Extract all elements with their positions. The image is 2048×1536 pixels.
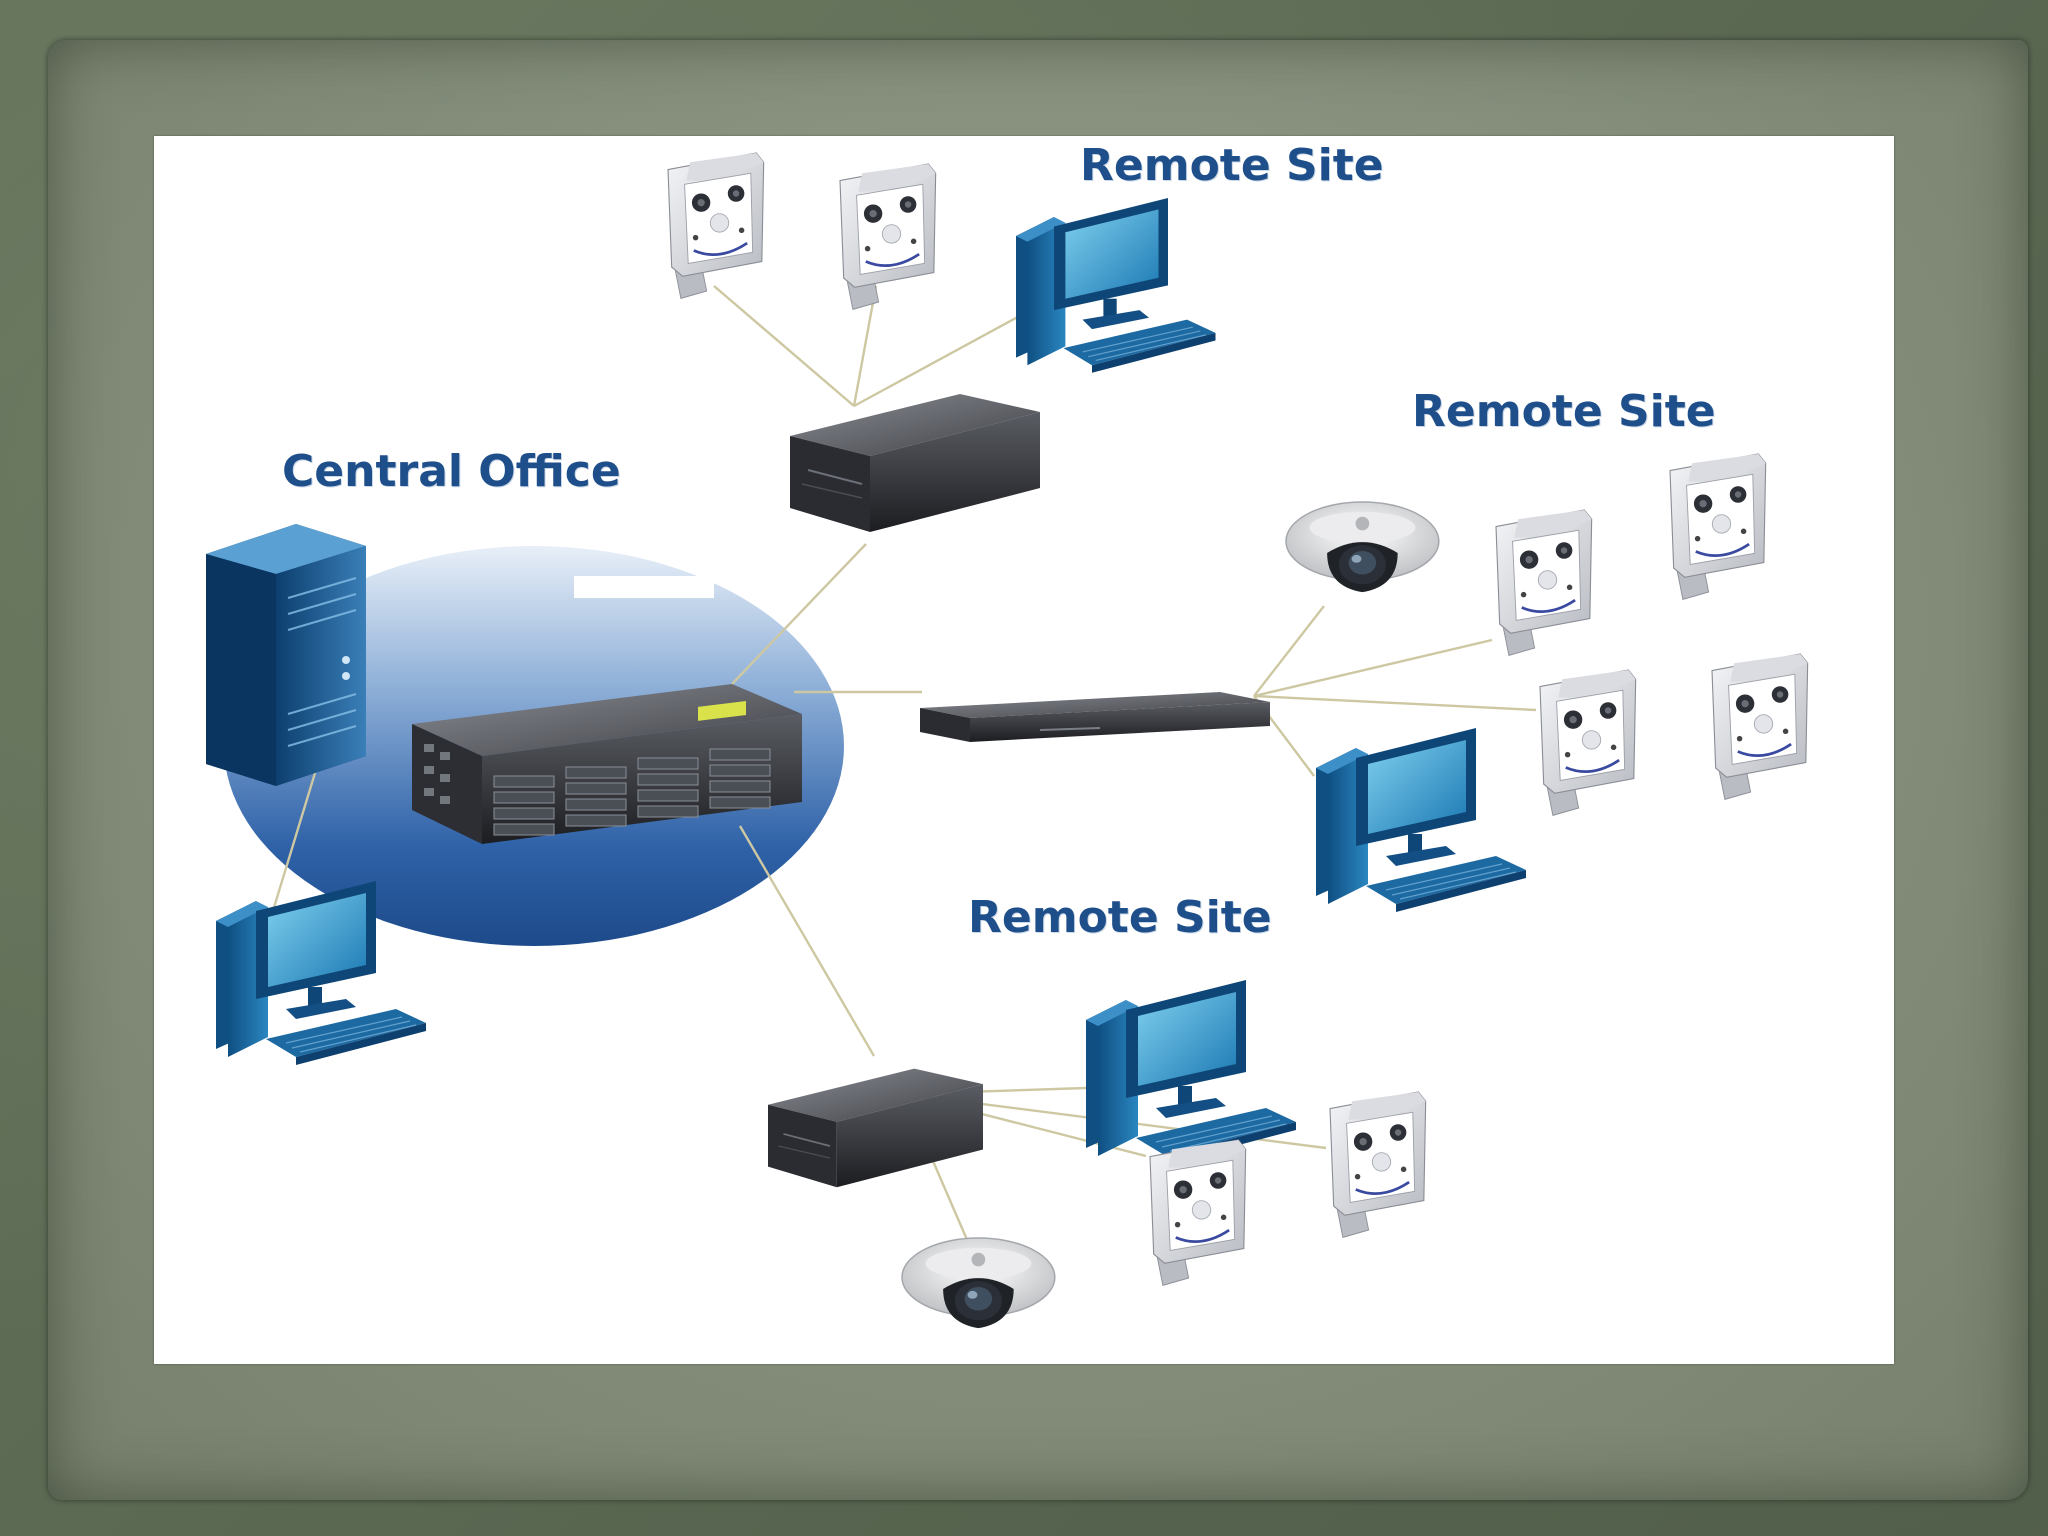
remote-site-bottom-label: Remote Site [968,892,1272,943]
right-rack-switch-icon[interactable] [920,692,1270,742]
drive-bay [709,796,771,809]
link-top-recorder-to-top-cam-2 [852,285,878,407]
remote-site-right-label: Remote Site [1412,386,1716,437]
drive-bay [565,782,627,795]
drive-bays [493,748,771,836]
link-top-recorder-to-top-pc [853,304,1039,408]
drive-bay [565,814,627,827]
central-office-label: Central Office [282,446,621,497]
top-network-recorder-icon[interactable] [789,393,1041,533]
bottom-camera-1-icon[interactable] [1148,1138,1248,1287]
drive-bay [709,764,771,777]
bottom-computer-icon[interactable] [1085,979,1297,1165]
right-dome-camera-icon[interactable] [1285,501,1440,593]
drive-bay [565,766,627,779]
link-central-nas-to-bottom-recorder [738,825,876,1057]
bottom-network-recorder-icon[interactable] [767,1067,984,1189]
link-central-nas-to-top-recorder [731,543,867,685]
drive-bay [637,773,699,786]
right-camera-4-icon[interactable] [1710,652,1810,801]
top-camera-1-icon[interactable] [666,151,766,300]
link-right-rack-to-right-cam-3 [1253,694,1537,712]
drive-bay [493,807,555,820]
link-top-recorder-to-top-cam-1 [713,285,855,407]
right-camera-1-icon[interactable] [1494,508,1594,657]
drive-bay [493,823,555,836]
drive-bay [709,748,771,761]
drive-bay [493,775,555,788]
drive-bay [637,757,699,770]
link-right-rack-to-right-dome [1253,605,1325,697]
drive-bay [637,805,699,818]
bottom-dome-camera-icon[interactable] [901,1237,1056,1329]
server-tower-icon[interactable] [206,524,366,786]
link-central-tower-to-central-pc [270,749,324,915]
diagram-canvas: Central Office Remote Site Remote Site R… [154,136,1894,1364]
status-display [698,700,746,721]
right-camera-2-icon[interactable] [1668,452,1768,601]
ellipse-cutout [574,576,714,598]
drive-bay [637,789,699,802]
right-computer-icon[interactable] [1315,727,1527,913]
top-computer-icon[interactable] [1015,197,1217,374]
right-camera-3-icon[interactable] [1538,668,1638,817]
drive-bay [709,780,771,793]
drive-bay [565,798,627,811]
drive-bay [493,791,555,804]
network-diagram [206,151,1810,1329]
bottom-camera-2-icon[interactable] [1328,1090,1428,1239]
top-camera-2-icon[interactable] [838,162,938,311]
link-right-rack-to-right-cam-1 [1253,638,1493,698]
remote-site-top-label: Remote Site [1080,140,1384,191]
central-storage-rack-icon[interactable] [412,684,802,844]
